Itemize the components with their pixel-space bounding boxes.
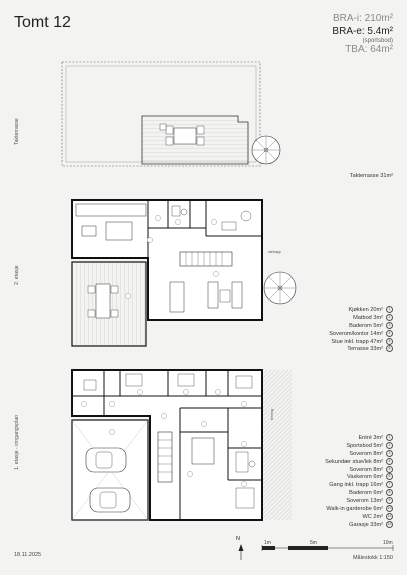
legend-number: 6 bbox=[386, 345, 393, 353]
legend-label: Kjøkken 20m² bbox=[348, 306, 383, 313]
legend-number: 6 bbox=[386, 473, 393, 481]
legend-label: Walk-in garderobe 6m² bbox=[326, 506, 383, 512]
bra-e-area: BRA-e: 5.4m² bbox=[332, 26, 393, 37]
second-floor-stairs bbox=[179, 251, 233, 267]
roof-table bbox=[159, 123, 205, 146]
scale-bar bbox=[261, 545, 394, 551]
legend-label: Soverom 13m² bbox=[346, 498, 383, 505]
legend-number: 2 bbox=[386, 313, 393, 321]
legend-label: Vaskerom 6m² bbox=[347, 474, 383, 481]
spiral-stair-icon bbox=[251, 135, 281, 165]
legend-label: Garasje 33m² bbox=[349, 521, 383, 528]
bra-i-area: BRA-i: 210m² bbox=[332, 13, 393, 24]
roof-plan bbox=[61, 61, 281, 167]
stair-label: utetrapp bbox=[268, 250, 281, 254]
car-icon bbox=[85, 447, 127, 473]
second-floor-plan bbox=[71, 199, 297, 347]
north-arrow-icon bbox=[238, 544, 244, 560]
scale-mark-1: 1m bbox=[264, 540, 271, 546]
legend-label: Matbod 3m² bbox=[353, 314, 383, 321]
tba-area: TBA: 64m² bbox=[345, 44, 393, 55]
legend-number: 9 bbox=[386, 497, 393, 505]
legend-label: Entré 3m² bbox=[358, 434, 383, 441]
north-label: N bbox=[236, 536, 240, 542]
second-floor-label: 2. etasje bbox=[14, 265, 20, 285]
first-floor-stairs bbox=[157, 431, 173, 483]
legend-label: Baderom 6m² bbox=[349, 490, 383, 497]
first-floor-plan bbox=[71, 369, 292, 521]
page-title: Tomt 12 bbox=[14, 14, 71, 31]
roof-floor-label: Takterrasse bbox=[14, 118, 20, 145]
legend-label: Stue inkl. trapp 47m² bbox=[331, 338, 383, 345]
drawing-date: 18.11.2025 bbox=[14, 552, 42, 558]
legend-number: 2 bbox=[386, 441, 393, 449]
legend-number: 11 bbox=[386, 512, 393, 520]
legend-number: 1 bbox=[386, 434, 393, 441]
legend-number: 5 bbox=[386, 465, 393, 473]
scale-text: Målestokk 1:150 bbox=[352, 555, 393, 561]
legend-number: 5 bbox=[386, 337, 393, 345]
legend-label: WC 2m² bbox=[362, 513, 383, 520]
legend-number: 4 bbox=[386, 457, 393, 465]
legend-number: 3 bbox=[386, 449, 393, 457]
first-floor-label: 1. etasje - inngangsplan bbox=[14, 414, 20, 470]
legend-item: Takterrasse 31m² bbox=[349, 173, 393, 179]
legend-label: Sportsbod 5m² bbox=[346, 442, 383, 449]
legend-label: Soverom 8m² bbox=[349, 466, 383, 473]
legend-label: Soverom 8m² bbox=[349, 450, 383, 457]
spiral-stair-icon bbox=[263, 271, 297, 305]
roof-legend: Takterrasse 31m² bbox=[350, 173, 393, 181]
scale-mark-5: 5m bbox=[310, 540, 317, 546]
legend-number: 10 bbox=[386, 505, 393, 513]
legend-label: Sekundær stue/lek 8m² bbox=[325, 458, 383, 465]
legend-number: 4 bbox=[386, 329, 393, 337]
legend-label: Terrasse 33m² bbox=[347, 346, 383, 353]
legend-number: 7 bbox=[386, 481, 393, 489]
legend-number: 1 bbox=[386, 306, 393, 313]
scale-mark-10: 10m bbox=[383, 540, 393, 546]
legend-label: Gang inkl. trapp 16m² bbox=[329, 482, 383, 489]
legend-number: 3 bbox=[386, 321, 393, 329]
bra-e-note: (sportsbod) bbox=[362, 38, 393, 44]
legend-number: 12 bbox=[386, 520, 393, 528]
legend-number: 8 bbox=[386, 489, 393, 497]
terrain-label: terreng bbox=[270, 408, 274, 420]
legend-label: Soverom/kontor 14m² bbox=[329, 330, 383, 337]
legend-label: Baderom 5m² bbox=[349, 322, 383, 329]
car-icon bbox=[89, 487, 131, 513]
